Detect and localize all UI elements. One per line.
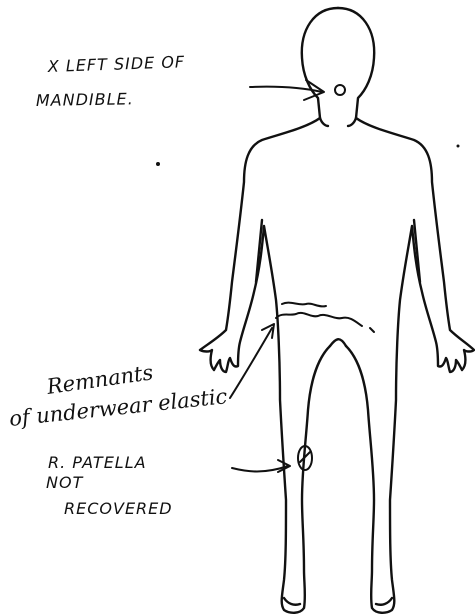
- mandible-note-line2: MANDIBLE.: [36, 89, 134, 110]
- elastic-remnants-marker: [230, 303, 374, 398]
- patella-note-line1: R. PATELLA: [48, 453, 147, 472]
- patella-note-line3: RECOVERED: [64, 499, 173, 518]
- stray-marks: [156, 145, 460, 167]
- remnants-note-line2: of underwear elastic: [8, 384, 229, 431]
- head-outline: [302, 8, 374, 126]
- mandible-note-line1: X LEFT SIDE OF: [46, 52, 185, 76]
- patella-marker: [232, 446, 312, 472]
- body-outline: [200, 118, 474, 613]
- patella-note-line2: NOT: [46, 473, 84, 492]
- mandible-marker: [250, 80, 345, 100]
